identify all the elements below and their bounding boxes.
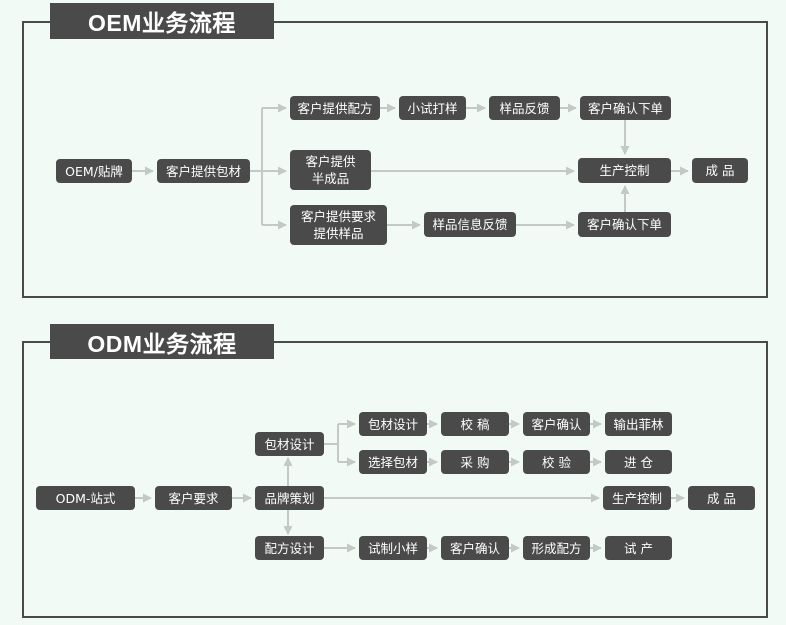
node-kehu-queren-xiadan-2: 客户确认下单 (578, 212, 671, 237)
node-peifang-sheji: 配方设计 (255, 536, 324, 560)
node-pinpai-cehua: 品牌策划 (255, 486, 324, 510)
node-jiaogao: 校 稿 (441, 412, 509, 436)
node-kehu-tigong-banchengpin: 客户提供 半成品 (290, 150, 371, 190)
node-kehu-tigong-peifang: 客户提供配方 (290, 96, 380, 120)
node-jiaoyan: 校 验 (523, 450, 590, 474)
node-shengchan-kongzhi-odm: 生产控制 (603, 486, 671, 510)
node-kehu-yaoqiu: 客户要求 (155, 486, 232, 510)
node-oem-tiepai: OEM/贴牌 (56, 159, 132, 183)
node-chengpin-oem: 成 品 (692, 158, 748, 183)
oem-panel (22, 21, 768, 298)
node-bacai-sheji-2: 包材设计 (359, 412, 427, 436)
node-kehu-queren-2: 客户确认 (441, 536, 509, 560)
node-xiaoshi-dayang: 小试打样 (399, 96, 466, 120)
node-kehu-queren-xiadan-1: 客户确认下单 (580, 96, 671, 120)
odm-panel (22, 341, 768, 618)
node-caigou: 采 购 (441, 450, 509, 474)
node-kehu-tigong-yaoqiu-yangpin: 客户提供要求 提供样品 (290, 205, 387, 245)
node-shengchan-kongzhi-oem: 生产控制 (578, 158, 671, 183)
node-yangpin-xinxi-fankui: 样品信息反馈 (424, 212, 516, 237)
odm-title: ODM业务流程 (50, 324, 274, 359)
node-shizhi-xiaoyang: 试制小样 (359, 536, 427, 560)
node-bacai-sheji: 包材设计 (255, 432, 324, 456)
node-yangpin-fankui: 样品反馈 (489, 96, 560, 120)
node-chengpin-odm: 成 品 (688, 486, 755, 510)
node-xuanze-bacai: 选择包材 (359, 450, 427, 474)
node-xingcheng-peifang: 形成配方 (523, 536, 590, 560)
node-kehu-tigong-bacai: 客户提供包材 (157, 159, 250, 183)
oem-title: OEM业务流程 (50, 3, 274, 39)
node-shichan: 试 产 (605, 536, 672, 560)
node-kehu-queren-1: 客户确认 (523, 412, 590, 436)
node-shuchu-feilin: 输出菲林 (605, 412, 672, 436)
node-jincang: 进 仓 (605, 450, 672, 474)
node-odm-yizhanshi: ODM-站式 (36, 486, 135, 510)
